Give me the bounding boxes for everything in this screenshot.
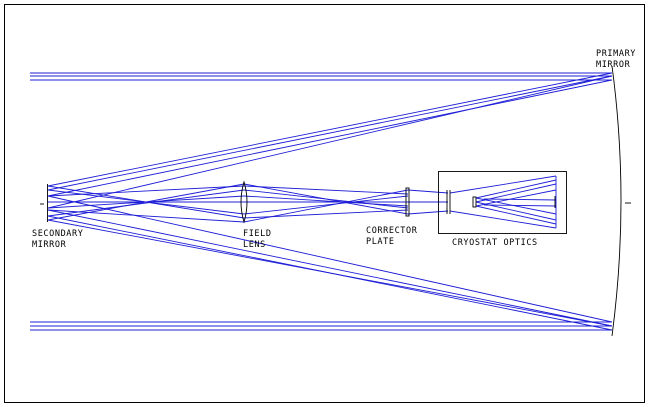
ray-cryostat xyxy=(483,204,557,207)
ray-primary-secondary xyxy=(47,75,613,209)
ray-secondary-lens xyxy=(47,189,245,217)
ray-primary-secondary xyxy=(47,75,613,191)
ray-cryostat xyxy=(449,175,557,194)
label-cryostat-optics: CRYOSTAT OPTICS xyxy=(452,238,538,248)
ray-lens-corrector xyxy=(243,195,409,215)
cryostat-lens xyxy=(472,196,477,208)
ray-primary-secondary xyxy=(47,209,613,327)
primary-mirror-shape xyxy=(611,65,622,337)
ray-bundle xyxy=(30,72,613,331)
ray-secondary-lens xyxy=(47,195,245,209)
ray-corrector-cryostat xyxy=(407,210,449,215)
ray-lens-corrector xyxy=(243,185,409,195)
label-field-lens-line1: FIELD xyxy=(243,229,272,239)
label-primary-mirror-line2: MIRROR xyxy=(596,60,631,70)
ray-lens-corrector xyxy=(243,195,409,207)
ray-corrector-cryostat xyxy=(407,189,449,194)
ray-lens-corrector xyxy=(243,189,409,209)
ray-primary-secondary xyxy=(47,219,613,327)
optical-elements xyxy=(40,65,631,337)
diagram-frame xyxy=(4,4,645,403)
ray-cryostat xyxy=(475,189,557,207)
cryostat-box xyxy=(438,171,567,234)
label-primary-mirror-line1: PRIMARY xyxy=(596,49,636,59)
label-secondary-mirror-line2: MIRROR xyxy=(32,240,67,250)
ray-primary-secondary xyxy=(47,79,613,197)
ray-cryostat xyxy=(483,198,557,201)
ray-cryostat xyxy=(475,179,557,199)
ray-cryostat xyxy=(475,197,557,215)
label-secondary-mirror-line1: SECONDARY xyxy=(32,229,83,239)
ray-primary-secondary xyxy=(47,195,613,323)
ray-cryostat xyxy=(475,205,557,225)
ray-primary-secondary xyxy=(47,72,613,187)
field-lens-shape xyxy=(240,180,248,224)
label-corrector-plate-line2: PLATE xyxy=(366,237,395,247)
ray-lens-corrector xyxy=(243,189,409,223)
ray-cryostat xyxy=(449,210,557,229)
corrector-plate-shape xyxy=(405,187,410,217)
label-corrector-plate-line1: CORRECTOR xyxy=(366,226,418,236)
label-field-lens-line2: LENS xyxy=(243,240,266,250)
ray-secondary-lens xyxy=(47,185,245,197)
labels: PRIMARY MIRROR SECONDARY MIRROR FIELD LE… xyxy=(32,49,636,250)
